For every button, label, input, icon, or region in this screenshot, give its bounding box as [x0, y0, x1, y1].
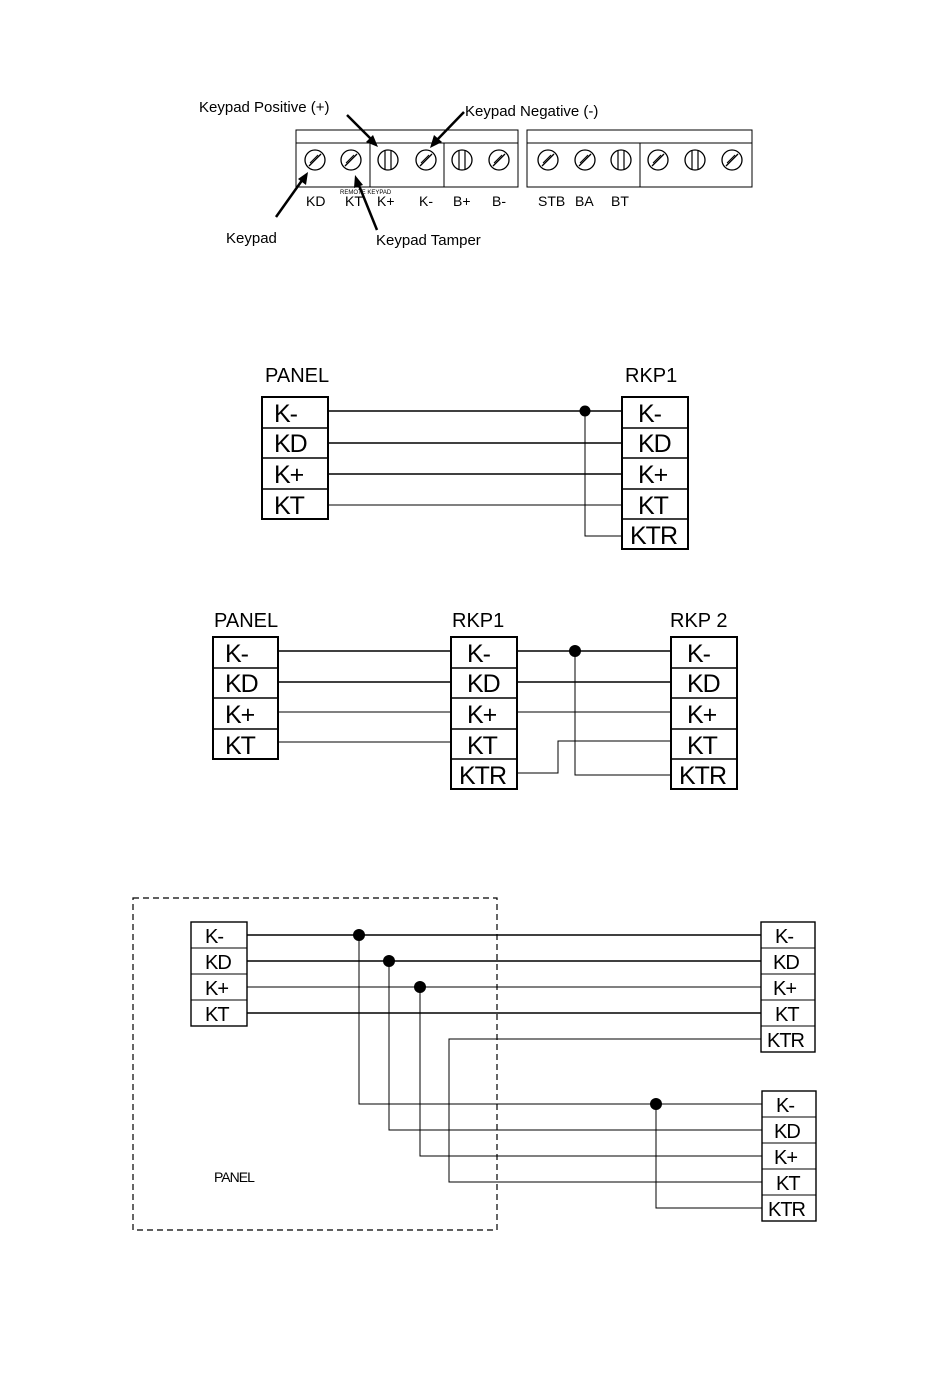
screw-icon: [538, 150, 558, 170]
rkp2-terminal-block: K- KD K+ KT KTR: [671, 637, 737, 790]
panel-terminal-block: K- KD K+ KT: [213, 637, 278, 760]
terminal-strip: REMOTE KEYPAD KD KT K+ K- B+ B- STB BA B…: [199, 99, 752, 249]
panel-terminal-block: K- KD K+ KT: [191, 922, 247, 1026]
wires: [328, 406, 622, 537]
terminal-label: KT: [225, 732, 256, 760]
annotation-keypad-positive: Keypad Positive (+): [199, 99, 329, 116]
terminal-label: K-: [274, 400, 298, 428]
keypad-a-terminal-block: K- KD K+ KT KTR: [761, 922, 815, 1052]
wiring-diagram-single-keypad: PANEL RKP1 K- KD K+ KT K- KD K+ KT KTR: [262, 365, 688, 550]
terminal-label: KD: [306, 193, 325, 209]
terminal-label: K-: [225, 640, 249, 668]
terminal-label: BA: [575, 193, 594, 209]
terminal-label: KT: [345, 193, 363, 209]
terminal-label: B+: [453, 193, 471, 209]
terminal-label: STB: [538, 193, 565, 209]
rkp1-title: RKP1: [452, 610, 504, 632]
terminal-label: KT: [205, 1004, 229, 1026]
junction-dot: [414, 981, 426, 993]
terminal-label: K+: [638, 461, 668, 489]
terminal-label: K+: [377, 193, 395, 209]
screw-icon: [648, 150, 668, 170]
junction-dot: [569, 645, 581, 657]
arrow-icon: [276, 172, 308, 217]
terminal-label: K-: [205, 926, 223, 948]
wiring-diagram-parallel-keypads: PANEL K- KD K+ KT K- KD K+ KT KTR: [133, 898, 816, 1230]
terminal-label: K+: [467, 701, 497, 729]
panel-title: PANEL: [214, 610, 278, 632]
annotation-keypad: Keypad: [226, 230, 277, 247]
terminal-label: KD: [274, 430, 307, 458]
terminal-label: K+: [773, 978, 796, 1000]
panel-label: PANEL: [214, 1169, 255, 1185]
rkp-title: RKP1: [625, 365, 677, 387]
screw-icon: [452, 150, 472, 170]
terminal-label: K+: [774, 1147, 797, 1169]
terminal-label: K-: [776, 1095, 794, 1117]
terminal-label: K+: [274, 461, 304, 489]
terminal-label: K-: [419, 193, 433, 209]
keypad-b-terminal-block: K- KD K+ KT KTR: [762, 1091, 816, 1221]
panel-title: PANEL: [265, 365, 329, 387]
terminal-label: KD: [638, 430, 671, 458]
panel-terminal-block: K- KD K+ KT: [262, 397, 328, 520]
rkp1-terminal-block: K- KD K+ KT KTR: [451, 637, 517, 790]
annotation-keypad-negative: Keypad Negative (-): [465, 103, 598, 120]
terminal-label: KT: [687, 732, 718, 760]
terminal-label: K+: [687, 701, 717, 729]
panel-enclosure: [133, 898, 497, 1230]
terminal-label: KT: [775, 1004, 799, 1026]
terminal-label: K-: [638, 400, 662, 428]
terminal-label: K-: [467, 640, 491, 668]
terminal-label: KD: [687, 670, 720, 698]
junction-dot: [650, 1098, 662, 1110]
terminal-label: KT: [467, 732, 498, 760]
screw-icon: [575, 150, 595, 170]
terminal-label: KT: [776, 1173, 800, 1195]
terminal-label: KD: [225, 670, 258, 698]
terminal-label: KT: [274, 492, 305, 520]
terminal-label: KTR: [768, 1199, 806, 1221]
terminal-label: KD: [774, 1121, 800, 1143]
terminal-label: KTR: [767, 1030, 805, 1052]
rkp1-terminal-block: K- KD K+ KT KTR: [622, 397, 688, 550]
terminal-label: KD: [205, 952, 231, 974]
terminal-label: K-: [775, 926, 793, 948]
screw-icon: [722, 150, 742, 170]
rkp2-title: RKP 2: [670, 610, 727, 632]
terminal-label: K+: [225, 701, 255, 729]
junction-dot: [580, 406, 591, 417]
terminal-label: B-: [492, 193, 506, 209]
terminal-label: KTR: [630, 522, 677, 550]
screw-icon: [341, 150, 361, 170]
terminal-label: KTR: [459, 762, 506, 790]
annotation-keypad-tamper: Keypad Tamper: [376, 232, 481, 249]
terminal-label: K-: [687, 640, 711, 668]
wiring-diagram-two-keypads: PANEL RKP1 RKP 2 K- KD K+ KT K- KD K+ KT…: [213, 610, 737, 790]
screw-icon: [611, 150, 631, 170]
terminal-label: KTR: [679, 762, 726, 790]
junction-dot: [353, 929, 365, 941]
terminal-label: KT: [638, 492, 669, 520]
terminal-label: KD: [467, 670, 500, 698]
wires: [247, 929, 762, 1208]
terminal-label: BT: [611, 193, 629, 209]
screw-icon: [378, 150, 398, 170]
terminal-label: K+: [205, 978, 228, 1000]
screw-icon: [489, 150, 509, 170]
screw-icon: [416, 150, 436, 170]
screw-icon: [685, 150, 705, 170]
screw-icon: [305, 150, 325, 170]
terminal-block-left: [296, 130, 518, 187]
terminal-label: KD: [773, 952, 799, 974]
junction-dot: [383, 955, 395, 967]
